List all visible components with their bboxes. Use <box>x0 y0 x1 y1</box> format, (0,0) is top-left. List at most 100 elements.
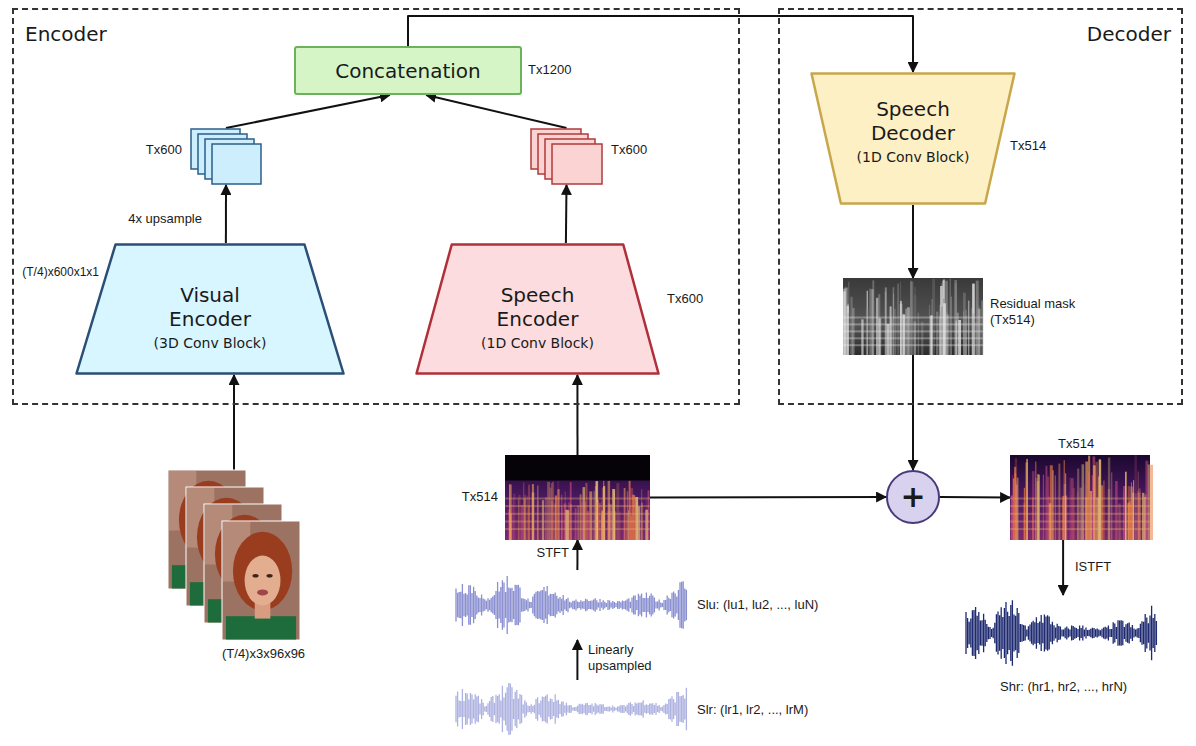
harmonic-band <box>1010 505 1150 507</box>
edge-label: ISTFT <box>1073 559 1113 575</box>
spectral-streak <box>513 494 516 541</box>
frame-ground <box>222 521 300 640</box>
dimension-label: (T/4)x3x96x96 <box>222 646 305 662</box>
flow-arrow <box>565 185 568 243</box>
spectral-streak <box>517 499 519 540</box>
dimension-label: (T/4)x600x1x1 <box>22 265 99 279</box>
spectral-streak <box>981 301 983 356</box>
flow-arrow <box>233 375 235 470</box>
spectral-streak <box>848 313 849 355</box>
waveform: Slu: (lu1, lu2, ..., luN) <box>455 570 690 640</box>
eye <box>252 574 258 578</box>
spectral-streak <box>526 496 528 540</box>
harmonic-band <box>843 330 983 332</box>
spectral-streak <box>1065 495 1068 540</box>
harmonic-band <box>505 513 650 515</box>
spectral-streak <box>903 315 906 356</box>
spectral-streak <box>1012 475 1014 540</box>
trapezoid-shape <box>812 74 1015 204</box>
flow-arrow <box>912 355 914 470</box>
spectral-streak <box>557 481 559 540</box>
spectrogram-image <box>1010 455 1150 540</box>
flow-arrow <box>1062 540 1064 595</box>
box-title: Concatenation <box>335 59 481 83</box>
harmonic-band <box>505 528 650 530</box>
hair <box>233 532 292 611</box>
dimension-label: Tx514 <box>1058 436 1094 452</box>
spectral-streak <box>633 495 636 540</box>
waveform-drawing <box>455 680 690 738</box>
residual-mask: Residual mask (Tx514) <box>843 278 983 355</box>
spectral-streak <box>1099 459 1101 540</box>
spectrogram-image <box>505 455 650 540</box>
spectral-streak <box>1150 465 1153 540</box>
spectral-streak <box>595 482 597 540</box>
dimension-label: Tx514 <box>462 489 498 505</box>
edge-label: 4x upsample <box>126 211 204 227</box>
box-content: Speech Encoder(1D Conv Block) <box>478 283 598 352</box>
feature-stack: Tx600 <box>190 128 262 185</box>
spectral-streak <box>1142 493 1144 540</box>
feature-map <box>552 144 602 184</box>
region-heading: Encoder <box>25 22 107 46</box>
harmonic-band <box>505 498 650 500</box>
box-title: + <box>900 482 925 512</box>
trapezoid-shape <box>417 245 659 374</box>
spectral-streak <box>1139 499 1141 540</box>
flow-arrow <box>912 205 914 278</box>
harmonic-band <box>505 505 650 507</box>
spectral-streak <box>629 481 631 540</box>
box-title: Speech Decoder <box>857 96 970 144</box>
harmonic-band <box>1010 528 1150 530</box>
spectral-streak <box>1135 494 1136 540</box>
harmonic-band <box>1010 521 1150 523</box>
dimension-label: Slr: (lr1, lr2, ..., lrM) <box>697 702 808 718</box>
waveform: Shr: (hr1, hr2, ..., hrN) <box>965 595 1160 671</box>
harmonic-band <box>843 337 983 339</box>
visual-encoder: Visual Encoder(3D Conv Block)(T/4)x600x1… <box>75 243 345 375</box>
harmonic-band <box>843 323 983 325</box>
spectral-streak <box>951 297 953 355</box>
spectral-streak <box>946 314 949 355</box>
spectral-streak <box>525 495 526 540</box>
flow-arrow <box>426 95 566 128</box>
spectral-streak <box>902 314 904 355</box>
box-content: + <box>900 482 925 512</box>
spectral-streak <box>1049 496 1051 540</box>
spectral-streak <box>555 496 557 541</box>
sum-node: + <box>886 470 940 524</box>
video-frames: (T/4)x3x96x96 <box>168 470 300 640</box>
region-heading: Decoder <box>1087 22 1171 46</box>
dimension-label: Slu: (lu1, lu2, ..., luN) <box>697 597 818 613</box>
concatenation-box: ConcatenationTx1200 <box>294 46 522 95</box>
dimension-label: Tx1200 <box>528 62 571 78</box>
spectral-streak <box>528 485 529 540</box>
input-spectrogram: Tx514 <box>505 455 650 540</box>
spectral-streak <box>887 324 890 355</box>
video-frame <box>222 521 300 640</box>
dimension-label: Shr: (hr1, hr2, ..., hrN) <box>1000 679 1127 695</box>
video-frames-drawing <box>168 470 300 640</box>
box-content: Concatenation <box>335 59 481 83</box>
spectral-streak <box>850 317 852 355</box>
dimension-label: Residual mask (Tx514) <box>990 296 1095 327</box>
edge-label: STFT <box>535 545 572 561</box>
mouth <box>257 589 268 595</box>
spectral-streak <box>616 483 619 540</box>
spectral-streak <box>900 301 902 355</box>
spectral-streak <box>596 481 599 540</box>
harmonic-band <box>1010 498 1150 500</box>
spectral-streak <box>635 497 638 540</box>
spectral-streak <box>972 313 975 355</box>
spectral-streak <box>537 486 538 541</box>
flow-arrow <box>576 540 578 570</box>
spectral-streak <box>1133 480 1134 540</box>
spectral-streak <box>624 496 626 540</box>
dimension-label: Tx600 <box>667 291 703 307</box>
spectral-streak <box>561 495 563 540</box>
spectral-streak <box>509 485 512 541</box>
flow-arrow <box>650 496 886 499</box>
spectral-streak <box>964 316 967 355</box>
spectral-streak <box>1084 485 1085 540</box>
flow-arrow <box>576 375 578 455</box>
